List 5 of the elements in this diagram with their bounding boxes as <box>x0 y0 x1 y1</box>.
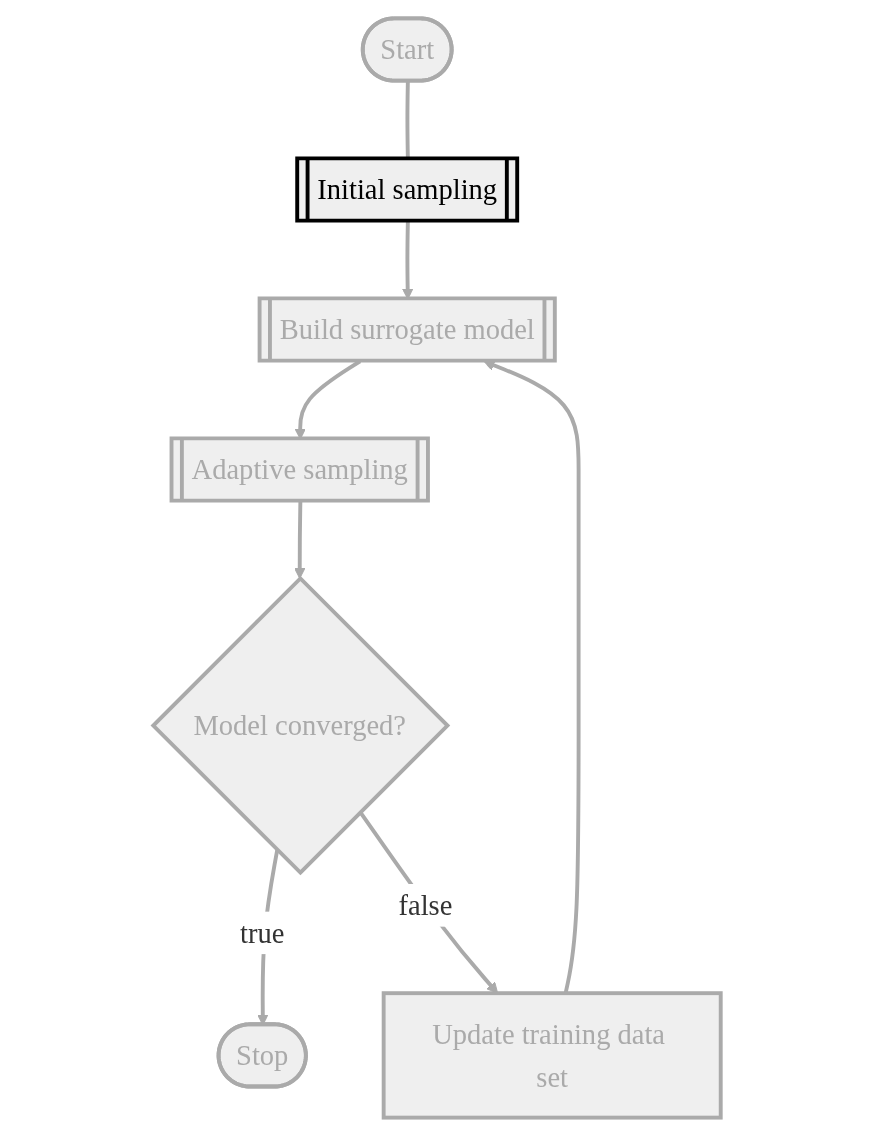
edge-label: true <box>239 916 284 949</box>
node-diamond: Model converged? <box>150 575 450 875</box>
edge-label: false <box>398 888 452 922</box>
connector <box>404 80 410 159</box>
node-box: Update training data set <box>381 990 723 1120</box>
